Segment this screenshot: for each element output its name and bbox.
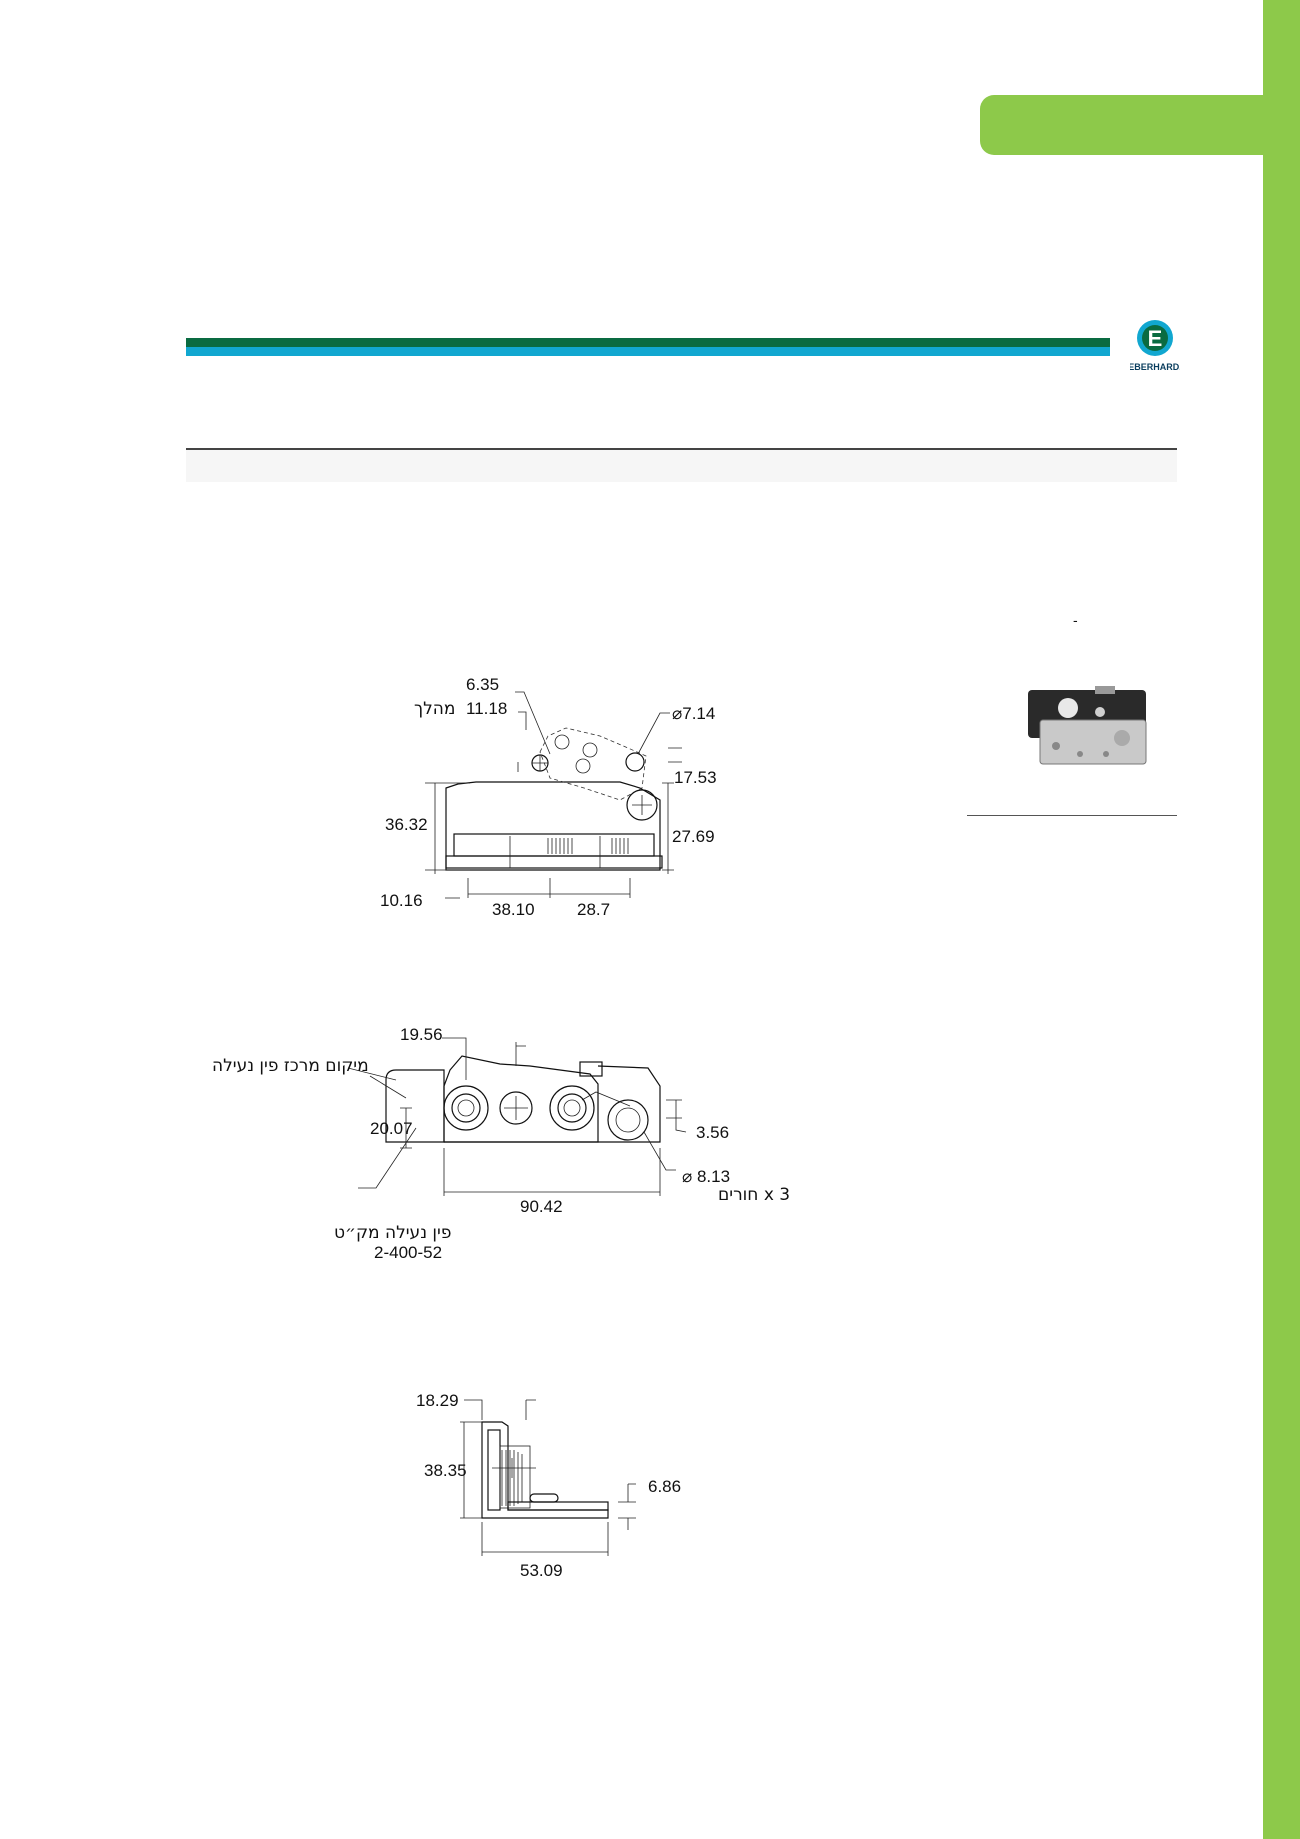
pin-center-label: מיקום מרכז פין נעילה: [212, 1056, 369, 1076]
dim-3-56: 3.56: [696, 1123, 729, 1142]
spring-housing: [453, 833, 655, 857]
dim-38-10: 38.10: [492, 900, 535, 919]
dim-19-56: 19.56: [400, 1025, 443, 1044]
header-band-green: [186, 338, 1110, 347]
travel-label: מהלך: [414, 699, 455, 719]
spring-coils: [547, 838, 629, 854]
mount-hole-3: [607, 1099, 649, 1141]
drawing-front-view: 6.35 11.18 מהלך ⌀7.14 17.53 36.32 27.69 …: [380, 675, 717, 919]
section-tab: [980, 95, 1280, 155]
dim-90-42: 90.42: [520, 1197, 563, 1216]
dim-28-7: 28.7: [577, 900, 610, 919]
drawing-side-view: 18.29 38.35 6.86 53.09: [416, 1391, 681, 1580]
logo-letter: E: [1148, 326, 1163, 351]
brand-logo: E EBERHARD.: [1130, 320, 1180, 372]
dim-53-09: 53.09: [520, 1561, 563, 1580]
rotor-slot: [581, 1091, 631, 1107]
latch-body-outline: [445, 781, 661, 871]
logo-inner-circle: [1142, 325, 1168, 351]
leader-pin-center: [347, 1067, 407, 1099]
dim-17-53: 17.53: [674, 768, 717, 787]
photo-divider: [967, 815, 1177, 816]
dim-6-35: 6.35: [466, 675, 499, 694]
leader-dia-7-14: [637, 712, 670, 755]
dim-38-35: 38.35: [424, 1461, 467, 1480]
logo-wordmark: EBERHARD.: [1130, 362, 1180, 372]
lock-pin-part: 2-400-52: [374, 1243, 442, 1262]
dim-20-07: 20.07: [370, 1119, 413, 1138]
side-note: -: [1073, 612, 1078, 628]
dim-18-29: 18.29: [416, 1391, 459, 1410]
dim-6-86: 6.86: [648, 1477, 681, 1496]
tab: [579, 1061, 603, 1077]
holes-label: חורים x 3: [718, 1185, 790, 1205]
dim-hole-dia: ⌀ 8.13: [682, 1167, 730, 1186]
dim-11-18: 11.18: [466, 699, 507, 718]
dim-36-32: 36.32: [385, 815, 428, 834]
mount-hole-1: [443, 1085, 489, 1131]
dim-27-69: 27.69: [672, 827, 715, 846]
leader-6-35: [515, 691, 551, 755]
dim-line-height: [425, 782, 470, 874]
dim-10-16: 10.16: [380, 891, 423, 910]
dim-7-14: ⌀7.14: [672, 704, 715, 723]
section-header-strip: [186, 450, 1177, 482]
lock-pin: [499, 1091, 533, 1125]
side-spring: [501, 1450, 523, 1506]
header-band-cyan: [186, 347, 1110, 356]
striker-pin: [626, 789, 658, 821]
leader-lock-pin: [358, 1127, 417, 1189]
section-rule: [186, 448, 1177, 450]
pin-head: [529, 1493, 559, 1503]
product-photo: [1028, 686, 1147, 765]
leader-hole-dia: [643, 1131, 676, 1171]
rotor-outline: [539, 727, 647, 801]
base-plate: [445, 855, 663, 869]
mount-hole-2: [549, 1085, 595, 1131]
lock-pin-label: פין נעילה מק״ט: [334, 1223, 451, 1243]
side-accent-bar: [1263, 0, 1300, 1839]
dim-line-width: [481, 1522, 609, 1556]
bracket-outline: [481, 1421, 609, 1519]
drawing-top-view: 19.56 מיקום מרכז פין נעילה 20.07 3.56 ⌀ …: [212, 1025, 790, 1262]
latch-plate-outline: [443, 1055, 599, 1143]
